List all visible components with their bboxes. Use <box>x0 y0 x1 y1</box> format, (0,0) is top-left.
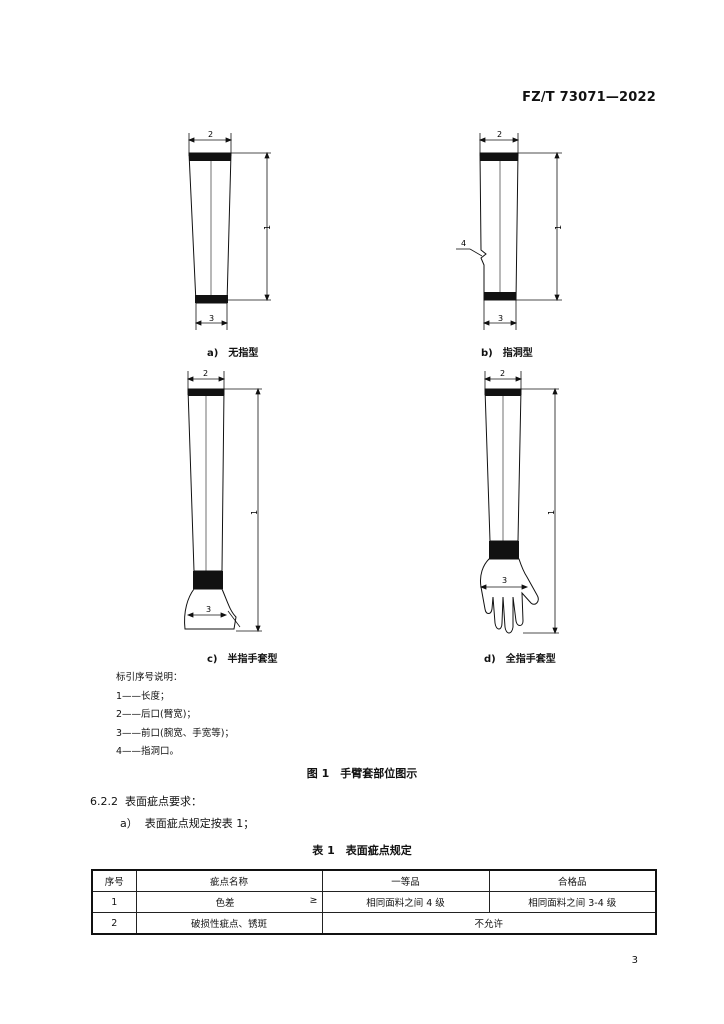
table-cell: 色差 ≥ <box>135 891 323 913</box>
list-item-text: 表面疵点规定按表 1； <box>144 817 255 830</box>
legend: 标引序号说明： 1——长度； 2——后口(臂宽)； 3——前口(腕宽、手宽等)；… <box>116 669 234 762</box>
caption-c: c)半指手套型 <box>207 654 278 665</box>
legend-item: 1——长度； <box>116 690 170 702</box>
caption-d: d)全指手套型 <box>484 654 556 665</box>
list-item: a） 表面疵点规定按表 1； <box>120 815 254 831</box>
table-cell: 1 <box>91 891 137 913</box>
table-cell: 破损性疵点、锈斑 <box>135 912 323 935</box>
defect-name: 色差 <box>215 898 235 909</box>
table-cell: 2 <box>91 912 137 935</box>
table-title: 表 1 表面疵点规定 <box>312 844 412 857</box>
section-number: 6.2.2 <box>90 795 118 808</box>
table-cell: 不允许 <box>321 912 657 935</box>
table-cell: 相同面料之间 4 级 <box>321 891 490 913</box>
legend-title: 标引序号说明： <box>116 672 183 683</box>
section-heading: 6.2.2 表面疵点要求： <box>90 793 202 809</box>
header-cell: 序号 <box>91 869 137 892</box>
mark-3: 3 <box>498 314 503 323</box>
mark-2: 2 <box>500 369 505 378</box>
caption-b: b)指洞型 <box>481 348 533 359</box>
caption-a: a)无指型 <box>207 348 259 359</box>
mark-1: 1 <box>547 510 556 515</box>
mark-3: 3 <box>502 576 507 585</box>
table-row: 2 破损性疵点、锈斑 不允许 <box>91 912 657 935</box>
standard-number: FZ/T 73071—2022 <box>522 90 656 105</box>
table-row: 1 色差 ≥ 相同面料之间 4 级 相同面料之间 3-4 级 <box>91 891 657 913</box>
mark-2: 2 <box>203 369 208 378</box>
mark-1: 1 <box>263 225 272 230</box>
figure-b-diagram: 2 1 3 4 <box>456 130 563 330</box>
header-cell: 合格品 <box>488 869 657 892</box>
section-text: 表面疵点要求： <box>125 795 202 808</box>
table-header-row: 序号 疵点名称 一等品 合格品 <box>91 869 657 892</box>
header-cell: 一等品 <box>321 869 490 892</box>
figure-c-diagram: 2 1 3 <box>184 369 262 633</box>
page-number: 3 <box>631 955 638 966</box>
legend-item: 3——前口(腕宽、手宽等)； <box>116 727 234 739</box>
legend-item: 4——指洞口。 <box>116 746 180 757</box>
greater-equal-symbol: ≥ <box>309 895 318 906</box>
legend-item: 2——后口(臂宽)； <box>116 709 196 720</box>
mark-2: 2 <box>497 130 502 139</box>
defect-table: 序号 疵点名称 一等品 合格品 1 色差 ≥ 相同面料之间 4 级 相同面料之间… <box>91 869 657 935</box>
figure-title: 图 1 手臂套部位图示 <box>306 767 418 780</box>
mark-3: 3 <box>209 314 214 323</box>
list-item-label: a） <box>120 817 138 830</box>
mark-3: 3 <box>206 605 211 614</box>
mark-2: 2 <box>208 130 213 139</box>
figure-d-diagram: 2 1 3 <box>479 369 559 635</box>
header-cell: 疵点名称 <box>135 869 323 892</box>
figure-a-diagram: 2 1 3 <box>187 130 272 330</box>
mark-1: 1 <box>554 225 563 230</box>
mark-1: 1 <box>250 510 259 515</box>
table-cell: 相同面料之间 3-4 级 <box>488 891 657 913</box>
mark-4: 4 <box>461 239 466 248</box>
